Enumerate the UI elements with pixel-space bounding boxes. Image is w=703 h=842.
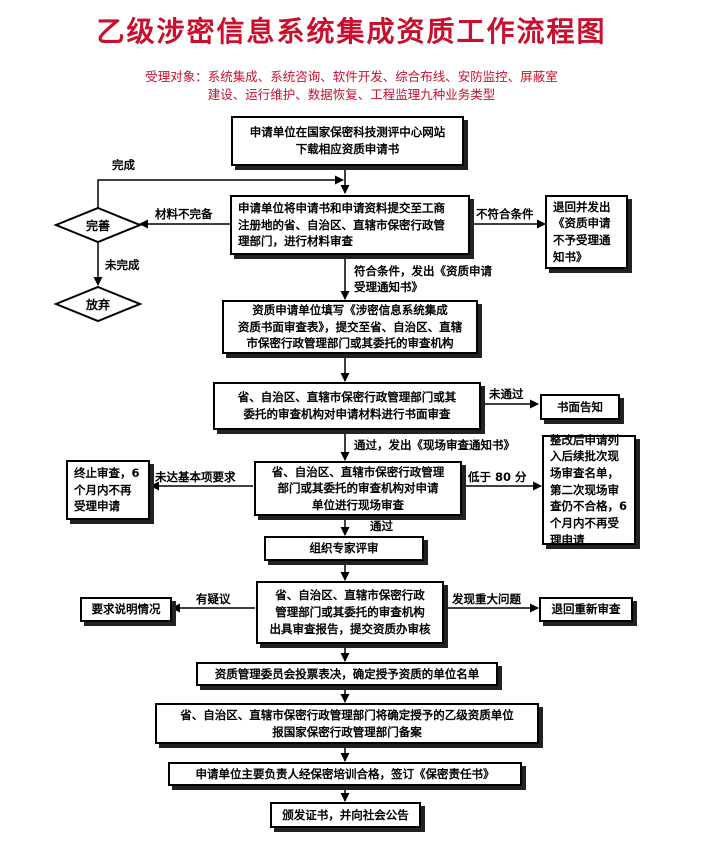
scope-line-1: 受理对象：系统集成、系统咨询、软件开发、综合布线、安防监控、屏蔽室 [145, 69, 558, 84]
abandon-label: 放弃 [85, 298, 110, 312]
reject-line-1: 退回并发出 [553, 199, 611, 214]
reject-notice-box: 退回并发出《资质申请不予受理通知书》 [545, 195, 628, 269]
label-major-issue: 发现重大问题 [452, 592, 521, 606]
fill-line-3: 市保密行政管理部门或其委托的审查机构 [246, 336, 454, 351]
label-not-passed: 未通过 [489, 387, 524, 401]
written-line-2: 委托的审查机构对申请材料进行书面审查 [243, 407, 451, 421]
onsite-line-1: 省、自治区、直辖市保密行政管理 [271, 464, 445, 479]
report-box: 省、自治区、直辖市保密行政管理部门或其委托的审查机构出具审查报告，提交资质办审核 [256, 581, 444, 644]
download-box: 申请单位在国家保密科技测评中心网站下载相应资质申请书 [231, 116, 464, 166]
rectify-line-4: 第二次现场审 [550, 482, 619, 497]
rectify-line-6: 个月内不再受 [550, 516, 619, 531]
label-not-qualified: 不符合条件 [476, 207, 534, 221]
reject-line-3: 不予受理通 [553, 233, 611, 247]
label-passed-notice: 通过，发出《现场审查通知书》 [354, 438, 515, 452]
fill-form-box: 资质申请单位填写《涉密信息系统集成资质书面审查表》，提交至省、自治区、直辖市保密… [222, 300, 478, 354]
file-line-2: 报国家保密行政管理部门备案 [272, 724, 422, 739]
label-qualified-line-2: 受理通知书》 [354, 280, 423, 295]
onsite-line-3: 单位进行现场审查 [312, 497, 404, 512]
rectify-line-2: 入后续批次现 [550, 449, 619, 464]
label-incomplete: 材料不完备 [155, 207, 213, 221]
training-box: 申请单位主要负责人经保密培训合格，签订《保密责任书》 [168, 762, 522, 786]
label-passed: 通过 [370, 519, 393, 533]
written-notice-box: 书面告知 [540, 394, 620, 420]
report-line-2: 管理部门或其委托的审查机构 [275, 605, 425, 620]
submit-line-2: 注册地的省、自治区、直辖市保密行政管 [238, 217, 445, 232]
rectify-line-5: 查仍不合格，6 [550, 499, 628, 514]
perfect-label: 完善 [85, 219, 110, 233]
perfect-diamond [53, 206, 143, 244]
page-title: 乙级涉密信息系统集成资质工作流程图 [96, 15, 607, 48]
submit-line-3: 理部门，进行材料审查 [238, 234, 353, 249]
written-review-box: 省、自治区、直辖市保密行政管理部门或其委托的审查机构对申请材料进行书面审查 [213, 382, 481, 430]
edge-perfect-done [97, 175, 344, 208]
submit-box: 申请单位将申请书和申请资料提交至工商注册地的省、自治区、直辖市保密行政管理部门，… [230, 195, 470, 255]
terminate-line-3: 受理申请 [74, 499, 120, 514]
label-below-80: 低于 80 分 [468, 470, 527, 484]
label-done: 完成 [112, 158, 135, 172]
expert-review-box: 组织专家评审 [264, 536, 424, 561]
rectify-box: 整改后申请列入后续批次现场审查名单， 第二次现场审查仍不合格，6 个月内不再受理申请 [542, 432, 636, 547]
vote-box: 资质管理委员会投票表决，确定授予资质的单位名单 [196, 662, 498, 686]
onsite-review-box: 省、自治区、直辖市保密行政管理部门或其委托的审查机构对申请单位进行现场审查 [254, 461, 462, 516]
download-line-1: 申请单位在国家保密科技测评中心网站 [249, 125, 446, 140]
fill-line-1: 资质申请单位填写《涉密信息系统集成 [252, 303, 448, 317]
rectify-line-3: 场审查名单， [550, 466, 619, 480]
rectify-line-7: 理申请 [550, 532, 585, 547]
terminate-line-1: 终止审查，6 [74, 465, 140, 480]
file-box: 省、自治区、直辖市保密行政管理部门将确定授予的乙级资质单位报国家保密行政管理部门… [155, 703, 539, 744]
label-qualified-line-1: 符合条件，发出《资质申请 [354, 264, 492, 278]
written-line-1: 省、自治区、直辖市保密行政管理部门或其 [237, 390, 457, 405]
reject-line-4: 知书》 [553, 249, 588, 264]
label-qualified: 符合条件，发出《资质申请 受理通知书》 [354, 263, 492, 295]
abandon-diamond [53, 285, 143, 323]
rectify-line-1: 整改后申请列 [550, 432, 619, 447]
label-below-basic: 未达基本项要求 [155, 470, 236, 484]
report-line-3: 出具审查报告，提交资质办审核 [269, 621, 431, 636]
report-line-1: 省、自治区、直辖市保密行政 [275, 588, 425, 603]
scope-line-2: 建设、运行维护、数据恢复、工程监理九种业务类型 [207, 87, 496, 102]
fill-line-2: 资质书面审查表》，提交至省、自治区、直辖 [237, 319, 463, 334]
submit-line-1: 申请单位将申请书和申请资料提交至工商 [238, 200, 445, 215]
explain-box: 要求说明情况 [80, 597, 172, 622]
label-doubt: 有疑议 [196, 592, 231, 606]
download-line-2: 下载相应资质申请书 [295, 142, 400, 156]
return-review-box: 退回重新审查 [539, 597, 633, 622]
terminate-line-2: 个月内不再 [74, 482, 132, 497]
reject-line-2: 《资质申请 [553, 216, 611, 231]
terminate-box: 终止审查，6 个月内不再受理申请 [66, 460, 150, 520]
onsite-line-2: 部门或其委托的审查机构对申请 [277, 481, 439, 496]
label-not-done: 未完成 [105, 258, 140, 272]
file-line-1: 省、自治区、直辖市保密行政管理部门将确定授予的乙级资质单位 [180, 707, 514, 722]
certificate-box: 颁发证书，并向社会公告 [270, 802, 421, 828]
